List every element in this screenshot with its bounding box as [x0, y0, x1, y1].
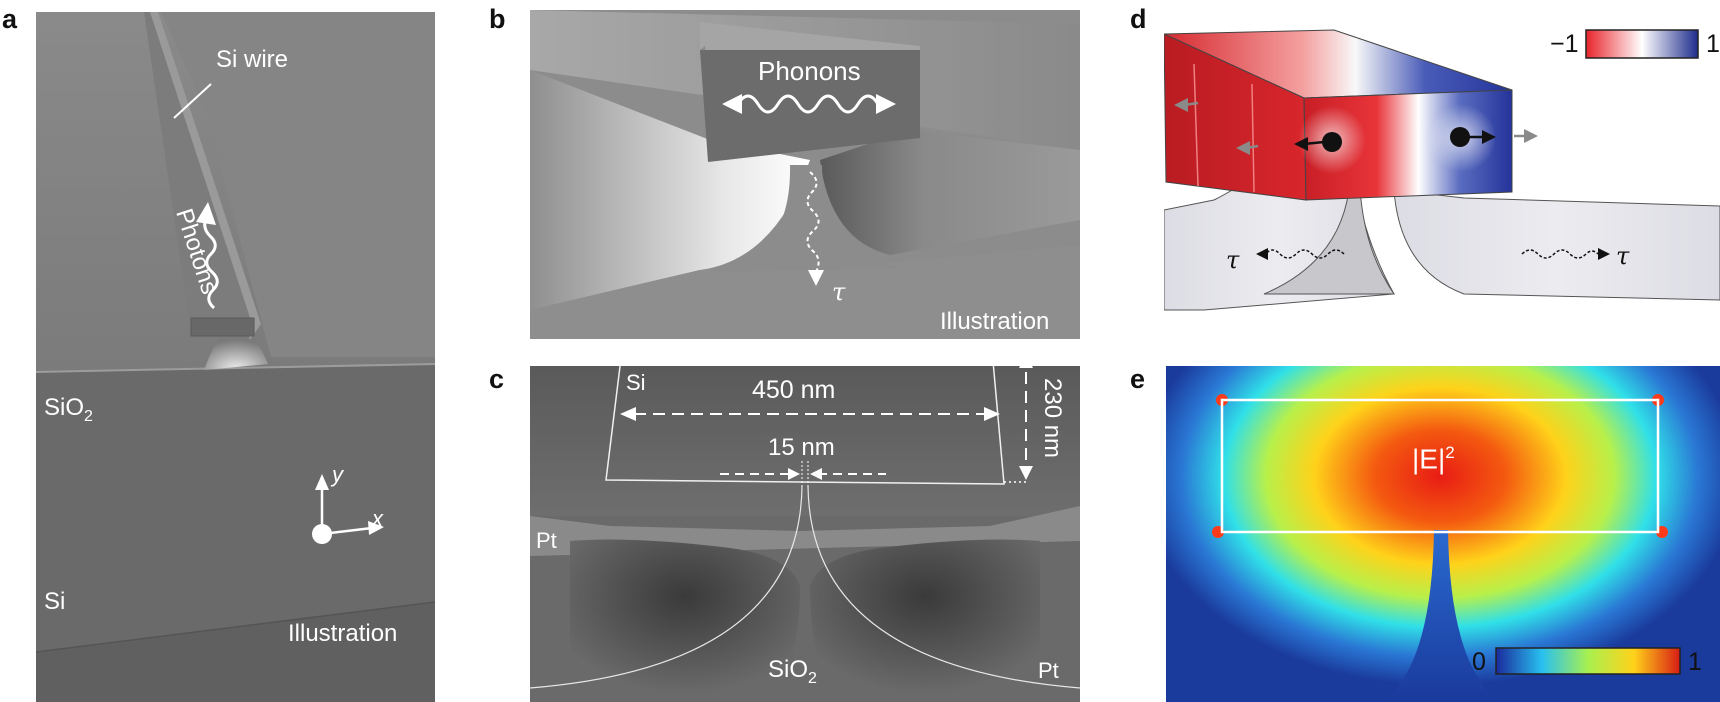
height-dimension-label: 230 nm	[1039, 378, 1066, 459]
si-label-c: Si	[626, 370, 646, 395]
phonons-label: Phonons	[758, 56, 861, 86]
neck-dimension-label: 15 nm	[768, 434, 835, 461]
si-core-outline	[1220, 398, 1660, 534]
panel-label-b: b	[489, 4, 506, 34]
panel-a-illustration: Si wire Photons SiO2 y x Si Illustration	[36, 12, 435, 702]
colorbar-e-min: 0	[1472, 648, 1486, 676]
axis-origin-dot	[312, 524, 332, 544]
width-dimension-label: 450 nm	[752, 376, 836, 404]
tau-arrowhead	[808, 270, 824, 286]
sio2-label-c: SiO2	[768, 656, 817, 687]
panel-b-illustration: Phonons τ Illustration	[530, 10, 1080, 339]
panel-d-simulation: −1 1 τ τ	[1164, 10, 1720, 340]
colorbar-d	[1585, 29, 1699, 59]
si-substrate-label: Si	[44, 588, 66, 615]
panel-a-svg	[36, 12, 435, 702]
panel-label-a: a	[2, 4, 18, 34]
illustration-label-a: Illustration	[288, 620, 398, 647]
si-wire-leader-line	[173, 83, 212, 119]
colorbar-e-max: 1	[1688, 648, 1702, 676]
force-dot-right	[1450, 127, 1470, 147]
tau-right-label: τ	[1616, 242, 1630, 270]
panel-b-svg	[530, 10, 1080, 339]
colorbar-e	[1495, 647, 1681, 675]
pt-left-label: Pt	[536, 528, 557, 553]
phonon-arrow-right	[876, 94, 896, 114]
pt-right-label: Pt	[1038, 658, 1059, 683]
tau-left-label: τ	[1226, 246, 1240, 274]
panel-e-svg	[1166, 366, 1720, 702]
tau-wave	[806, 171, 820, 273]
si-wire-label: Si wire	[216, 46, 289, 73]
panel-c-sem: Si 450 nm 230 nm 15 nm Pt Pt SiO2	[530, 366, 1080, 702]
axis-y-label: y	[332, 462, 343, 487]
si-block-outline	[605, 366, 1005, 485]
panel-label-d: d	[1130, 4, 1147, 34]
tau-label-b: τ	[832, 278, 846, 306]
force-dot-left	[1322, 132, 1342, 152]
colorbar-d-max: 1	[1706, 30, 1720, 58]
panel-d-svg	[1164, 29, 1720, 311]
axis-x-label: x	[372, 506, 383, 531]
photon-wave	[203, 217, 219, 310]
sio2-label: SiO2	[44, 394, 93, 425]
panel-c-svg	[530, 366, 1080, 702]
panel-label-e: e	[1130, 364, 1146, 394]
colorbar-d-min: −1	[1550, 30, 1579, 58]
panel-label-c: c	[489, 364, 505, 394]
phonon-arrow-left	[722, 94, 742, 114]
phonon-wave	[736, 94, 880, 114]
photon-arrowhead	[196, 202, 216, 225]
field-intensity-label: |E|2	[1412, 443, 1455, 475]
illustration-label-b: Illustration	[940, 308, 1050, 335]
panel-e-field-map: |E|2 0 1	[1166, 366, 1720, 702]
